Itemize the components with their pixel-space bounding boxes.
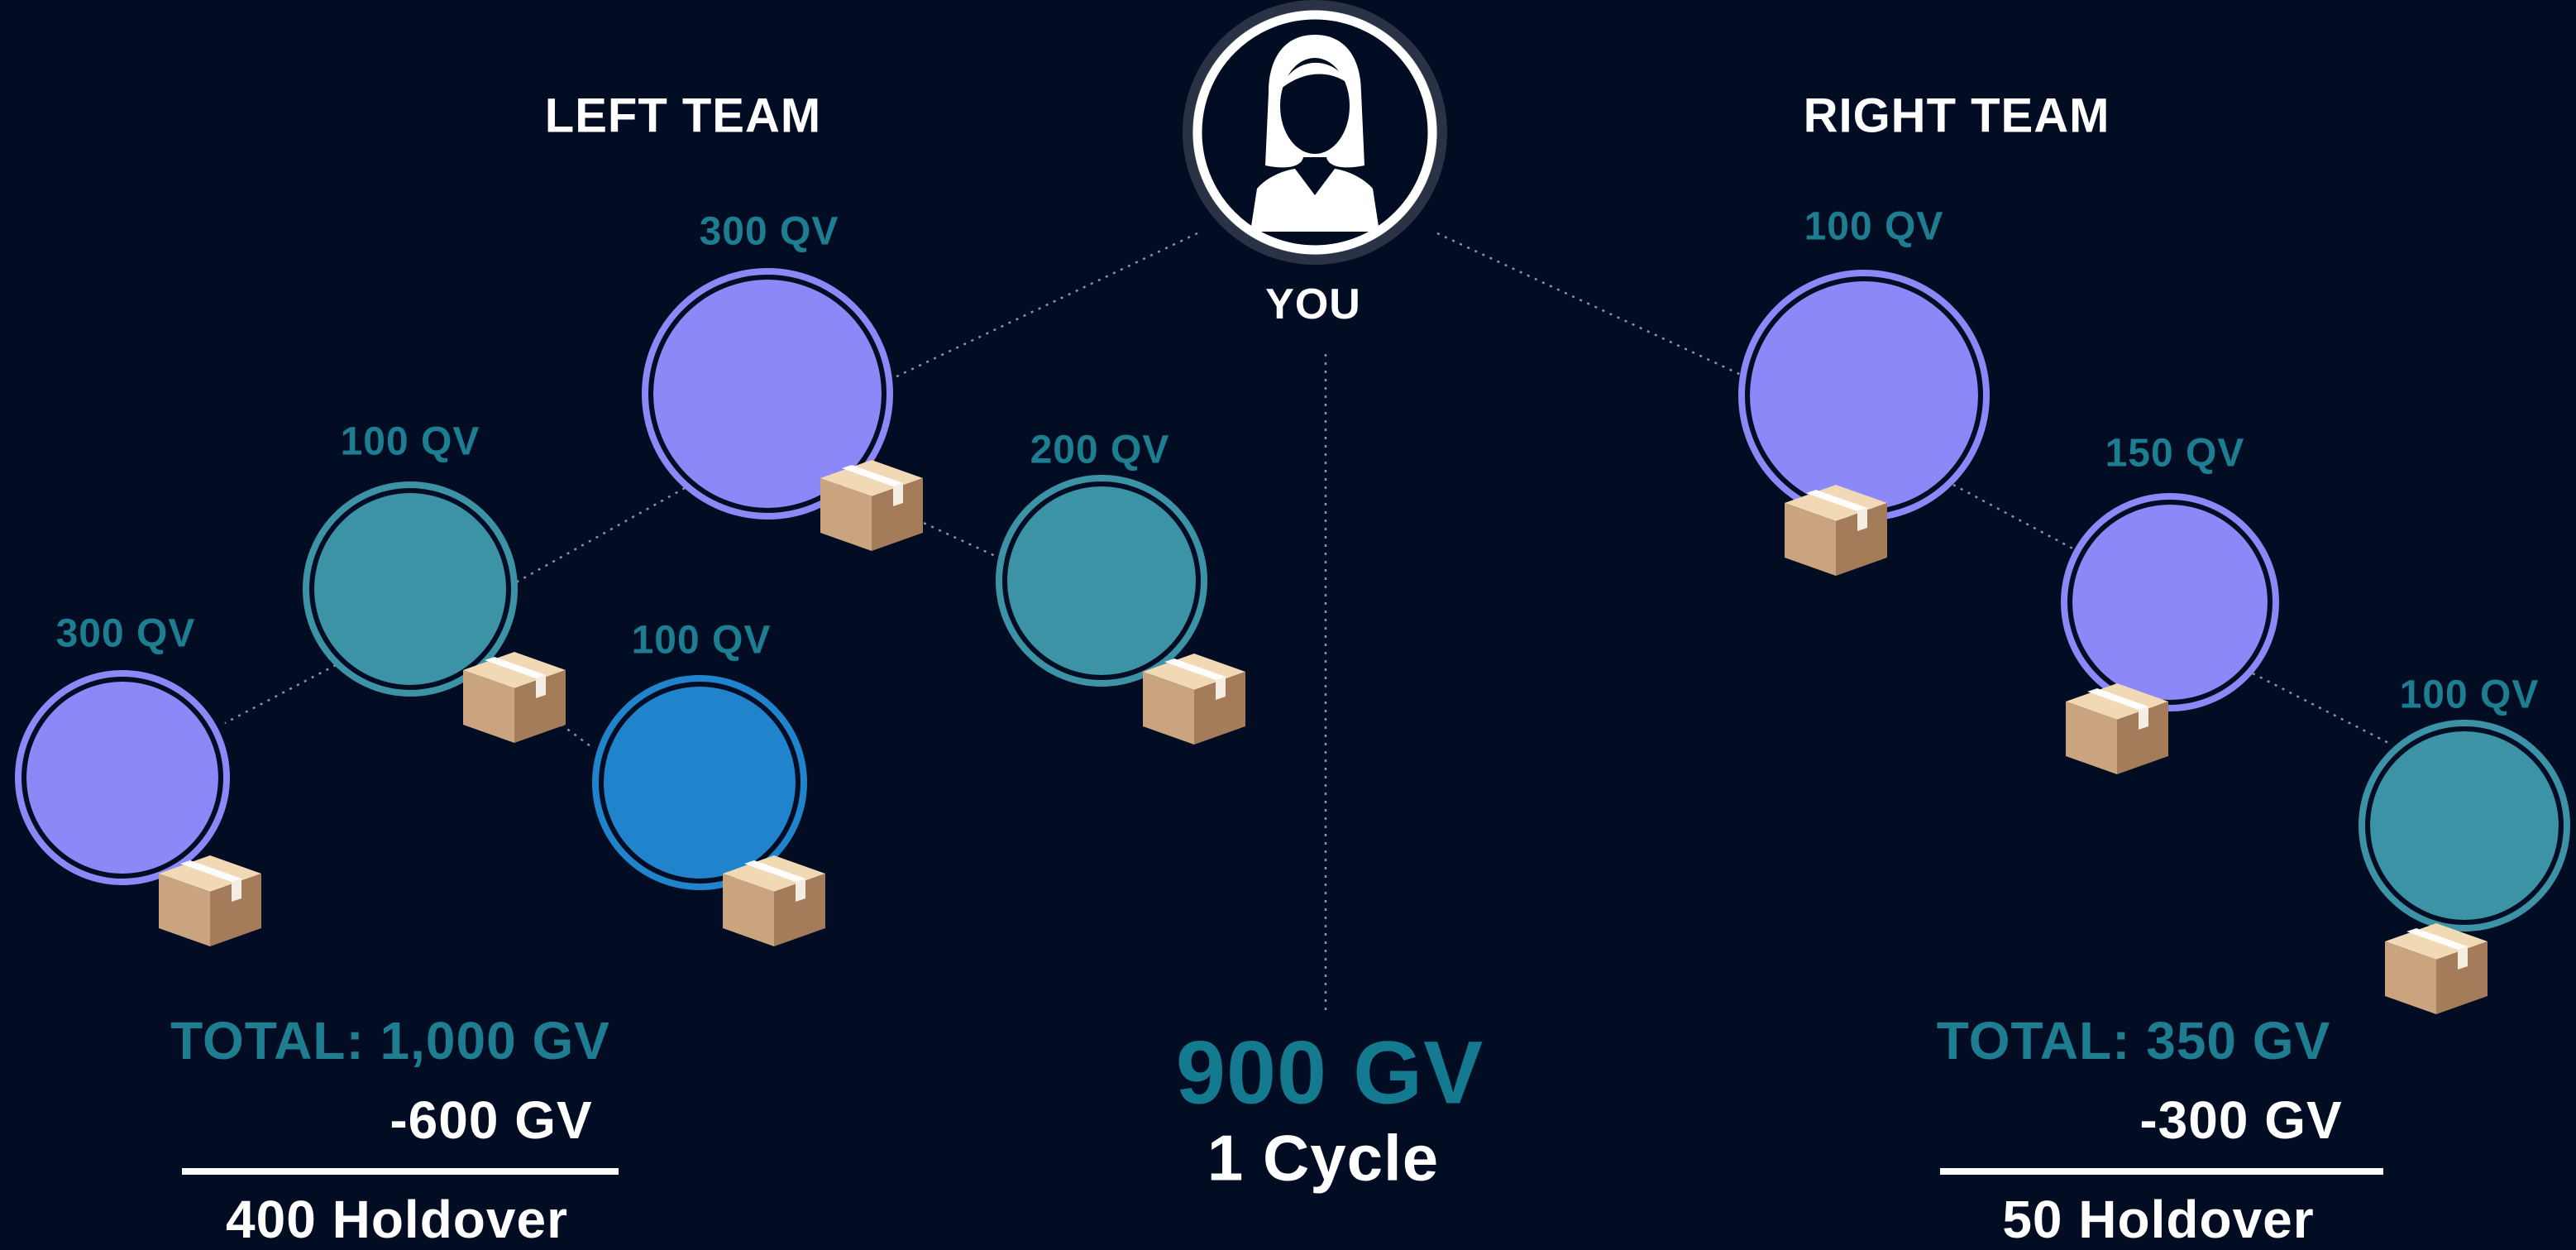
- member-avatar-l2a: [303, 481, 518, 697]
- qv-label-r3: 100 QV: [2399, 673, 2540, 717]
- cycle-gv: 900 GV: [1175, 1022, 1484, 1123]
- package-box-icon: [159, 855, 261, 946]
- you-label: YOU: [1265, 280, 1361, 328]
- left-team-title: LEFT TEAM: [544, 89, 822, 143]
- member-nodes: [15, 268, 2570, 932]
- package-box-icon: [1785, 485, 1887, 576]
- qv-label-l1: 300 QV: [699, 209, 839, 254]
- package-box-icon: [2385, 923, 2488, 1014]
- qv-label-l3a: 300 QV: [55, 611, 196, 656]
- left-total: TOTAL: 1,000 GV: [170, 1011, 610, 1070]
- qv-label-l3b: 100 QV: [631, 618, 772, 663]
- left-deduction: -600 GV: [390, 1090, 593, 1150]
- right-holdover: 50 Holdover: [2002, 1190, 2315, 1249]
- member-avatar-l3b: [592, 675, 807, 890]
- package-box-icon: [1143, 654, 1245, 745]
- qv-label-r1: 100 QV: [1804, 204, 1944, 249]
- left-holdover: 400 Holdover: [226, 1190, 568, 1249]
- right-total-divider: [1940, 1168, 2383, 1175]
- left-total-divider: [182, 1168, 619, 1175]
- member-avatar-r2: [2061, 493, 2279, 711]
- you-avatar: [1183, 0, 1447, 265]
- member-avatar-l3a: [15, 670, 230, 885]
- member-avatar-l2b: [996, 475, 1207, 687]
- member-avatar-r1: [1738, 270, 1990, 521]
- right-team-title: RIGHT TEAM: [1803, 89, 2110, 143]
- qv-label-l2a: 100 QV: [340, 419, 480, 464]
- right-deduction: -300 GV: [2139, 1090, 2343, 1150]
- package-box-icon: [723, 855, 825, 946]
- cycle-count: 1 Cycle: [1207, 1121, 1440, 1195]
- qv-label-r2: 150 QV: [2105, 431, 2245, 476]
- member-avatar-r3: [2359, 720, 2570, 932]
- qv-label-l2b: 200 QV: [1030, 428, 1170, 472]
- package-box-icon: [820, 460, 923, 551]
- package-box-icon: [2066, 683, 2168, 774]
- member-avatar-l1: [642, 268, 893, 520]
- right-total: TOTAL: 350 GV: [1936, 1011, 2331, 1070]
- package-box-icon: [463, 652, 566, 743]
